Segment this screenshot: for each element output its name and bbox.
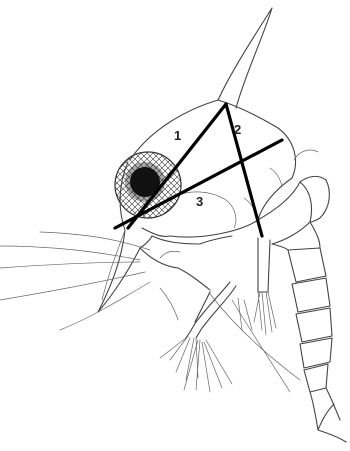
- thorax-segment: [258, 182, 312, 244]
- label-1: 1: [174, 128, 181, 143]
- abdomen-segment-3: [296, 308, 332, 342]
- antenna: [0, 246, 140, 260]
- abdomen-segment-2: [292, 278, 330, 312]
- abdomen-segment-4: [300, 338, 332, 368]
- abdomen-segment-5: [304, 364, 328, 392]
- telson: [310, 388, 346, 442]
- label-3: 3: [196, 194, 203, 209]
- abdomen-segment-1: [288, 248, 326, 282]
- dorsal-spine: [218, 8, 272, 108]
- measurement-line-2: [226, 104, 262, 236]
- leg-1: [258, 238, 270, 292]
- label-2: 2: [234, 122, 241, 137]
